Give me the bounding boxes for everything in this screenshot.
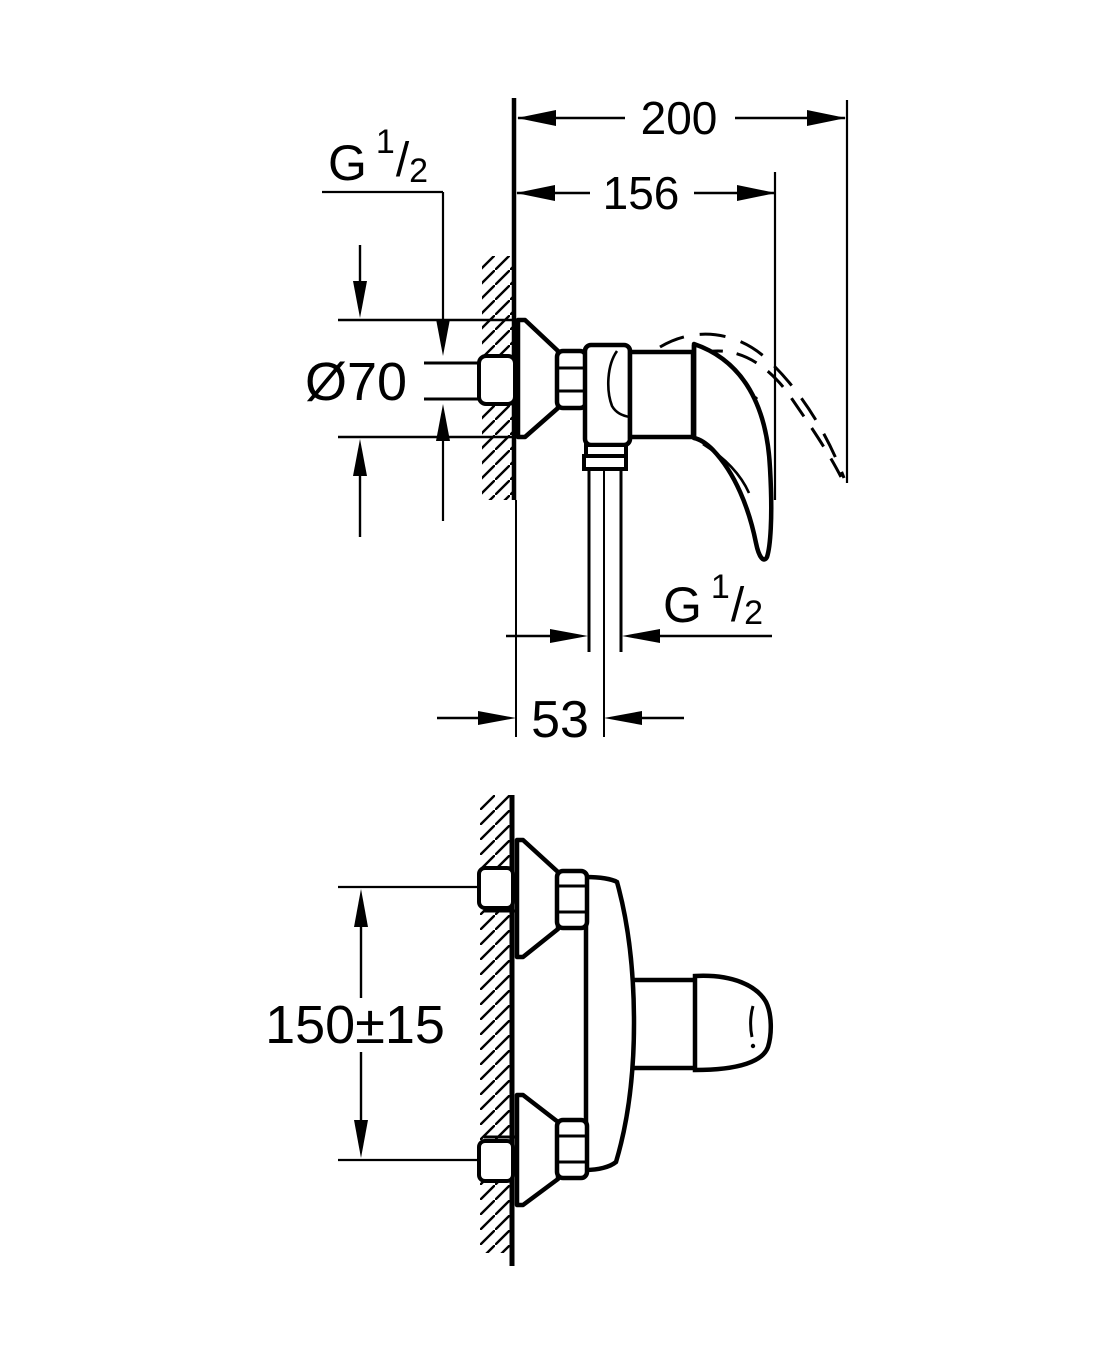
dim-text-150-15: 150±15 (265, 995, 445, 1055)
dim-text-156: 156 (603, 167, 680, 219)
supply-thread-prefix: G (328, 135, 367, 191)
escutcheon-side (515, 317, 561, 440)
dim-text-diameter-70: Ø70 (305, 352, 407, 412)
supply-thread-denominator: 2 (409, 152, 428, 190)
plan-connection-top (477, 837, 590, 960)
dimension-connection-spacing: 150±15 (265, 885, 479, 1162)
supply-thread-slash: / (396, 134, 410, 187)
plan-view (477, 795, 773, 1266)
body-highlight-line (607, 350, 631, 419)
mixer-body-side (582, 342, 696, 448)
dim-text-200: 200 (641, 92, 718, 144)
supply-thread-numerator: 1 (376, 123, 395, 161)
hex-nut-side (554, 348, 589, 411)
wall-hatching-plan (480, 795, 512, 1253)
hose-thread-numerator: 1 (711, 568, 730, 606)
dimension-escutcheon-diameter: Ø70 (305, 245, 520, 537)
plan-body (583, 874, 637, 1173)
hose-thread-slash: / (731, 579, 745, 632)
plan-handle (633, 973, 773, 1073)
dim-text-53: 53 (531, 691, 589, 749)
shower-hose (582, 443, 628, 737)
dimension-depth-to-handle: 156 (516, 167, 777, 500)
plan-connection-bottom (477, 1092, 590, 1208)
dimension-hose-offset: 53 (437, 691, 684, 749)
handle-solid (691, 341, 774, 562)
hose-thread-prefix: G (663, 577, 702, 633)
dimension-overall-depth: 200 (517, 92, 849, 483)
hose-thread-denominator: 2 (744, 594, 763, 632)
supply-fitting-side (424, 354, 517, 406)
